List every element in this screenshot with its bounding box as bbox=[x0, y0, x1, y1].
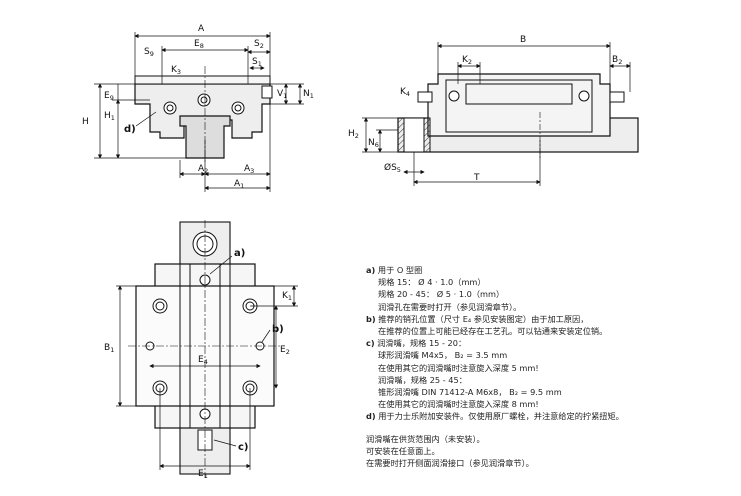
dim-A1: A1 bbox=[234, 179, 244, 190]
note-a-line: 规格 15： Ø 4 · 1.0（mm） bbox=[378, 277, 486, 288]
note-a-line: 润滑孔在需要时打开（参见润滑章节）。 bbox=[378, 301, 522, 312]
dim-H2: H2 bbox=[348, 129, 359, 140]
note-b-line: 在推荐的位置上可能已经存在工艺孔。可以钻通来安装定位销。 bbox=[378, 326, 608, 337]
dim-B2: B2 bbox=[612, 55, 622, 66]
dim-S9: S9 bbox=[144, 47, 154, 58]
note-a: a) 用于 O 型圈 bbox=[366, 265, 423, 275]
note-c-line: 锥形润滑嘴 DIN 71412-A M6x8， B₂ = 9.5 mm bbox=[378, 387, 562, 398]
dim-K2: K2 bbox=[462, 55, 472, 66]
dim-A2: A2 bbox=[198, 164, 208, 175]
footnote: 可安装在任意面上。 bbox=[366, 445, 440, 456]
dim-B: B bbox=[520, 35, 526, 45]
dim-K1: K1 bbox=[282, 291, 292, 302]
dim-A: A bbox=[198, 24, 205, 34]
callout-c: c) bbox=[238, 442, 249, 453]
note-c-line: 在使用其它的润滑嘴时注意旋入深度 8 mm! bbox=[378, 399, 539, 410]
footnote: 润滑嘴在供货范围内（未安装）。 bbox=[366, 433, 485, 444]
dim-A3: A3 bbox=[244, 164, 254, 175]
dim-B1: B1 bbox=[104, 343, 114, 354]
note-a-line: 规格 20 - 45： Ø 5 · 1.0（mm） bbox=[378, 289, 505, 300]
callout-a: a) bbox=[234, 248, 245, 259]
dim-H: H bbox=[82, 117, 89, 127]
dim-S5: ØS5 bbox=[384, 162, 401, 174]
dim-E9: E9 bbox=[104, 91, 114, 102]
side-view bbox=[362, 42, 639, 186]
dim-E1: E1 bbox=[198, 469, 208, 480]
dim-N1: N1 bbox=[303, 89, 314, 100]
footnote: 在需要时打开侧面润滑接口（参见润滑章节）。 bbox=[366, 458, 534, 469]
note-c-line: 在使用其它的润滑嘴时注意旋入深度 5 mm! bbox=[378, 362, 539, 373]
callout-d: d) bbox=[124, 124, 136, 135]
note-c-line: 润滑嘴，规格 25 - 45： bbox=[378, 374, 467, 385]
note-c: c) 润滑嘴，规格 15 - 20： bbox=[366, 338, 467, 349]
top-view bbox=[116, 220, 298, 478]
callout-b: b) bbox=[272, 324, 284, 335]
dim-H1: H1 bbox=[104, 111, 115, 122]
dim-V1: V1 bbox=[277, 89, 287, 100]
dim-K4: K4 bbox=[400, 87, 410, 98]
dim-E8: E8 bbox=[194, 39, 204, 50]
dim-S1: S1 bbox=[252, 57, 262, 68]
dim-K3: K3 bbox=[171, 65, 181, 76]
dim-S2: S2 bbox=[254, 39, 264, 50]
dim-T: T bbox=[473, 173, 480, 183]
dim-E4: E4 bbox=[198, 355, 208, 366]
dim-N6: N6 bbox=[368, 138, 379, 149]
front-view bbox=[94, 32, 304, 192]
note-b: b) 推荐的销孔位置（尺寸 E₄ 参见安装图定）由于加工原因， bbox=[366, 313, 589, 324]
note-c-line: 球形润滑嘴 M4x5， B₂ = 3.5 mm bbox=[378, 350, 508, 361]
dim-E2: E2 bbox=[280, 345, 290, 356]
notes-block: a) 用于 O 型圈 规格 15： Ø 4 · 1.0（mm） 规格 20 - … bbox=[366, 264, 736, 469]
note-d: d) 用于力士乐附加安装件。仅使用原厂螺栓，并注意给定的拧紧扭矩。 bbox=[366, 411, 624, 422]
